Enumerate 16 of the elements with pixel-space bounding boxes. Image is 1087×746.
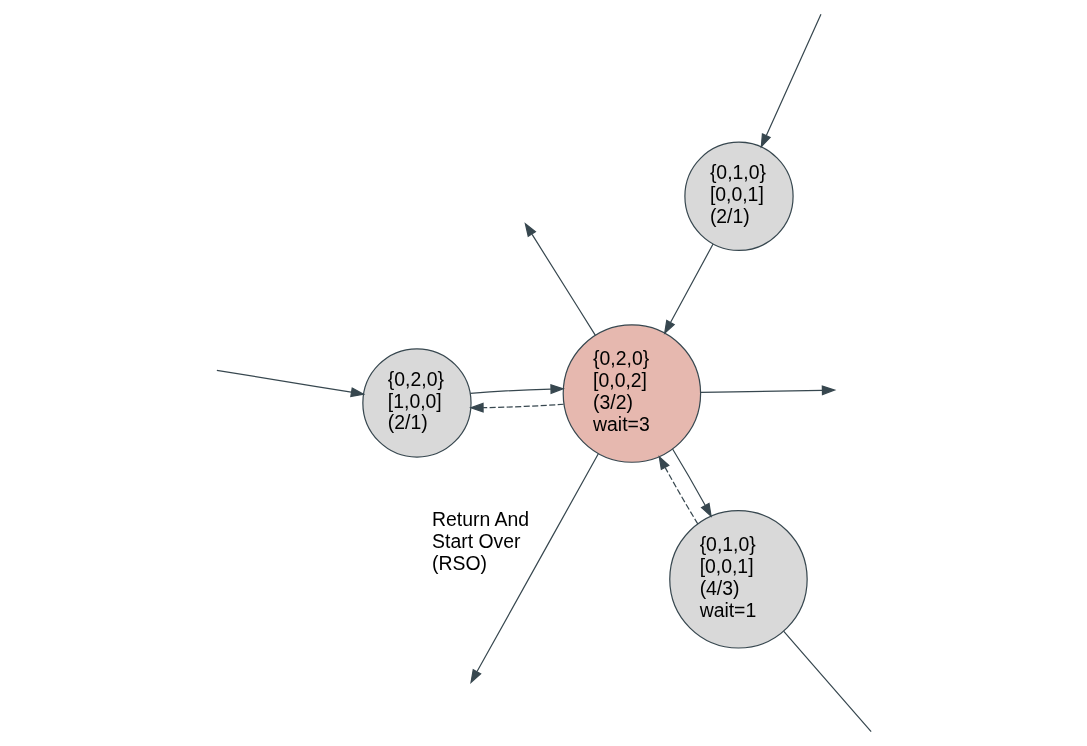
arrow bbox=[699, 385, 836, 396]
arrow bbox=[671, 448, 712, 518]
arrow bbox=[215, 369, 365, 398]
node-circle: {0,1,0} [0,0,1] (2/1) bbox=[683, 141, 794, 251]
arrow bbox=[468, 402, 564, 413]
node-circle: {0,2,0} [0,0,2] (3/2) wait=3 bbox=[562, 324, 701, 463]
arrow bbox=[760, 13, 822, 149]
arrow bbox=[523, 222, 596, 336]
edge-label: Return And Start Over (RSO) bbox=[431, 507, 529, 574]
arrow bbox=[469, 453, 599, 684]
node-circle: {0,2,0} [1,0,0] (2/1) bbox=[361, 348, 472, 458]
arrow bbox=[663, 243, 714, 335]
arrow bbox=[469, 384, 565, 395]
arrow bbox=[657, 455, 698, 525]
node-circle: {0,1,0} [0,0,1] (4/3) wait=1 bbox=[668, 510, 808, 649]
connector bbox=[782, 630, 872, 733]
